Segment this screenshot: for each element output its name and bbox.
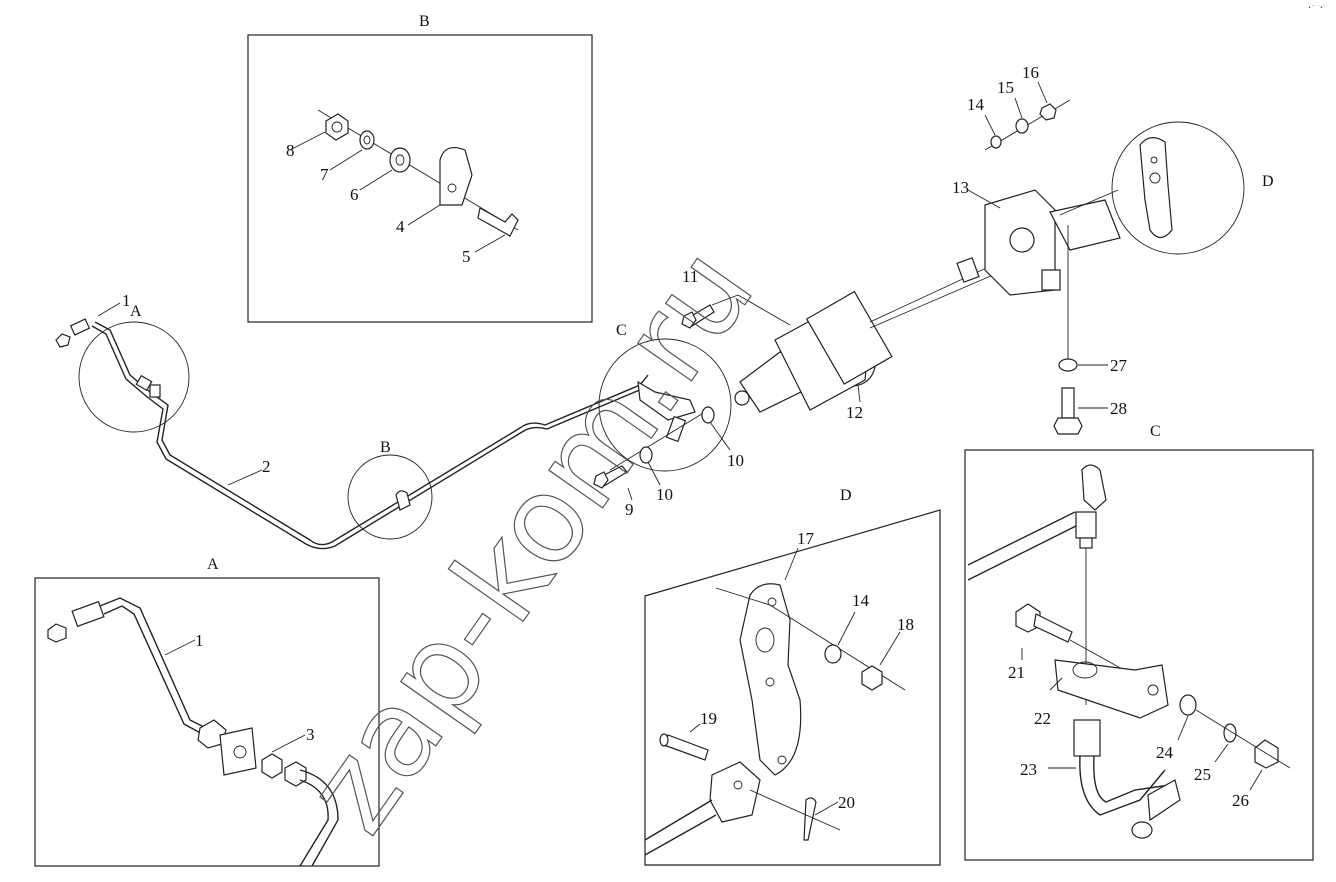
detail-box-b: B 8 7 6 4 5 bbox=[247, 13, 593, 323]
detail-box-a-title: A bbox=[207, 556, 219, 573]
label-part-22: 22 bbox=[1034, 709, 1051, 728]
part-nut-a-detail bbox=[47, 623, 67, 643]
label-part-14-main: 14 bbox=[967, 95, 985, 114]
label-part-28: 28 bbox=[1110, 399, 1127, 418]
label-part-5: 5 bbox=[462, 247, 471, 266]
part-28-bolt bbox=[1061, 387, 1075, 419]
label-part-19: 19 bbox=[700, 709, 717, 728]
label-part-13: 13 bbox=[952, 178, 969, 197]
label-part-14-detail: 14 bbox=[852, 591, 870, 610]
label-part-11: 11 bbox=[682, 267, 698, 286]
part-4-clamp bbox=[439, 147, 473, 206]
part-nut-a bbox=[55, 333, 71, 348]
label-part-25: 25 bbox=[1194, 765, 1211, 784]
part-c-bracket bbox=[637, 380, 696, 421]
label-part-1-detail: 1 bbox=[195, 631, 204, 650]
label-part-26: 26 bbox=[1232, 791, 1249, 810]
part-17-lever-bracket bbox=[739, 583, 802, 776]
part-12-brake-chamber bbox=[734, 263, 1001, 413]
label-part-16: 16 bbox=[1022, 63, 1039, 82]
watermark: zap-kom.ru bbox=[280, 224, 781, 857]
part-clevis bbox=[709, 761, 761, 823]
part-19-pin bbox=[663, 734, 709, 761]
part-27-lock-washer bbox=[1058, 358, 1078, 372]
part-7-washer bbox=[359, 130, 375, 150]
label-part-24: 24 bbox=[1156, 743, 1174, 762]
label-part-1-main: 1 bbox=[122, 291, 131, 310]
detail-circle-c-title: C bbox=[616, 322, 627, 339]
detail-circle-d bbox=[1111, 121, 1245, 255]
label-part-8: 8 bbox=[286, 141, 295, 160]
part-3-nut bbox=[261, 753, 283, 779]
detail-circle-a-title: A bbox=[130, 303, 142, 320]
detail-box-d-title: D bbox=[840, 487, 852, 504]
detail-circle-b-title: B bbox=[380, 439, 391, 456]
detail-circle-c bbox=[598, 338, 732, 472]
detail-box-c-title: C bbox=[1150, 423, 1161, 440]
label-part-23: 23 bbox=[1020, 760, 1037, 779]
label-part-7: 7 bbox=[320, 165, 329, 184]
label-part-4: 4 bbox=[396, 217, 405, 236]
detail-circle-b bbox=[347, 454, 433, 540]
part-10-washer-b bbox=[701, 406, 715, 424]
label-part-12: 12 bbox=[846, 403, 863, 422]
part-15-washer bbox=[1015, 118, 1029, 134]
main-assembly: A 1 2 B C 9 10 10 11 bbox=[55, 63, 1274, 550]
label-part-6: 6 bbox=[350, 185, 359, 204]
detail-circle-d-title: D bbox=[1262, 173, 1274, 190]
part-14-washer bbox=[990, 135, 1002, 149]
part-14-washer-d bbox=[824, 644, 842, 664]
label-part-17: 17 bbox=[797, 529, 815, 548]
part-22-bracket bbox=[1054, 659, 1169, 719]
part-23-fitting bbox=[1073, 719, 1101, 757]
label-part-20: 20 bbox=[838, 793, 855, 812]
part-3-bracket bbox=[219, 727, 257, 776]
detail-box-b-title: B bbox=[419, 13, 430, 30]
label-part-3: 3 bbox=[306, 725, 315, 744]
part-8-nut bbox=[325, 113, 349, 141]
corner-mark: •˙˙ ˙•˙ bbox=[1308, 5, 1326, 11]
label-part-15: 15 bbox=[997, 78, 1014, 97]
detail-box-c: C 21 22 23 24 25 26 bbox=[964, 423, 1314, 861]
part-13-mounting-bracket bbox=[956, 189, 1121, 360]
label-part-18: 18 bbox=[897, 615, 914, 634]
label-part-2: 2 bbox=[262, 457, 271, 476]
part-20-cotter-pin bbox=[803, 797, 817, 841]
part-25-washer bbox=[1223, 723, 1237, 743]
label-part-10-b: 10 bbox=[727, 451, 744, 470]
detail-box-d: D 17 14 18 19 20 bbox=[644, 487, 941, 866]
label-part-21: 21 bbox=[1008, 663, 1025, 682]
part-6-washer bbox=[389, 147, 411, 173]
part-10-washer-a bbox=[639, 446, 653, 464]
part-18-nut bbox=[861, 665, 883, 691]
part-5-bolt bbox=[477, 207, 519, 237]
part-c-fitting bbox=[1081, 464, 1107, 511]
label-part-10-a: 10 bbox=[656, 485, 673, 504]
part-16-nut bbox=[1039, 103, 1057, 121]
label-part-27: 27 bbox=[1110, 356, 1128, 375]
part-2-brake-pipe bbox=[94, 321, 649, 546]
part-21-bolt bbox=[1033, 613, 1073, 643]
part-24-washer bbox=[1179, 694, 1197, 716]
detail-box-a: A 1 3 bbox=[34, 556, 380, 867]
detail-circle-a bbox=[78, 321, 190, 433]
label-part-9: 9 bbox=[625, 500, 634, 519]
